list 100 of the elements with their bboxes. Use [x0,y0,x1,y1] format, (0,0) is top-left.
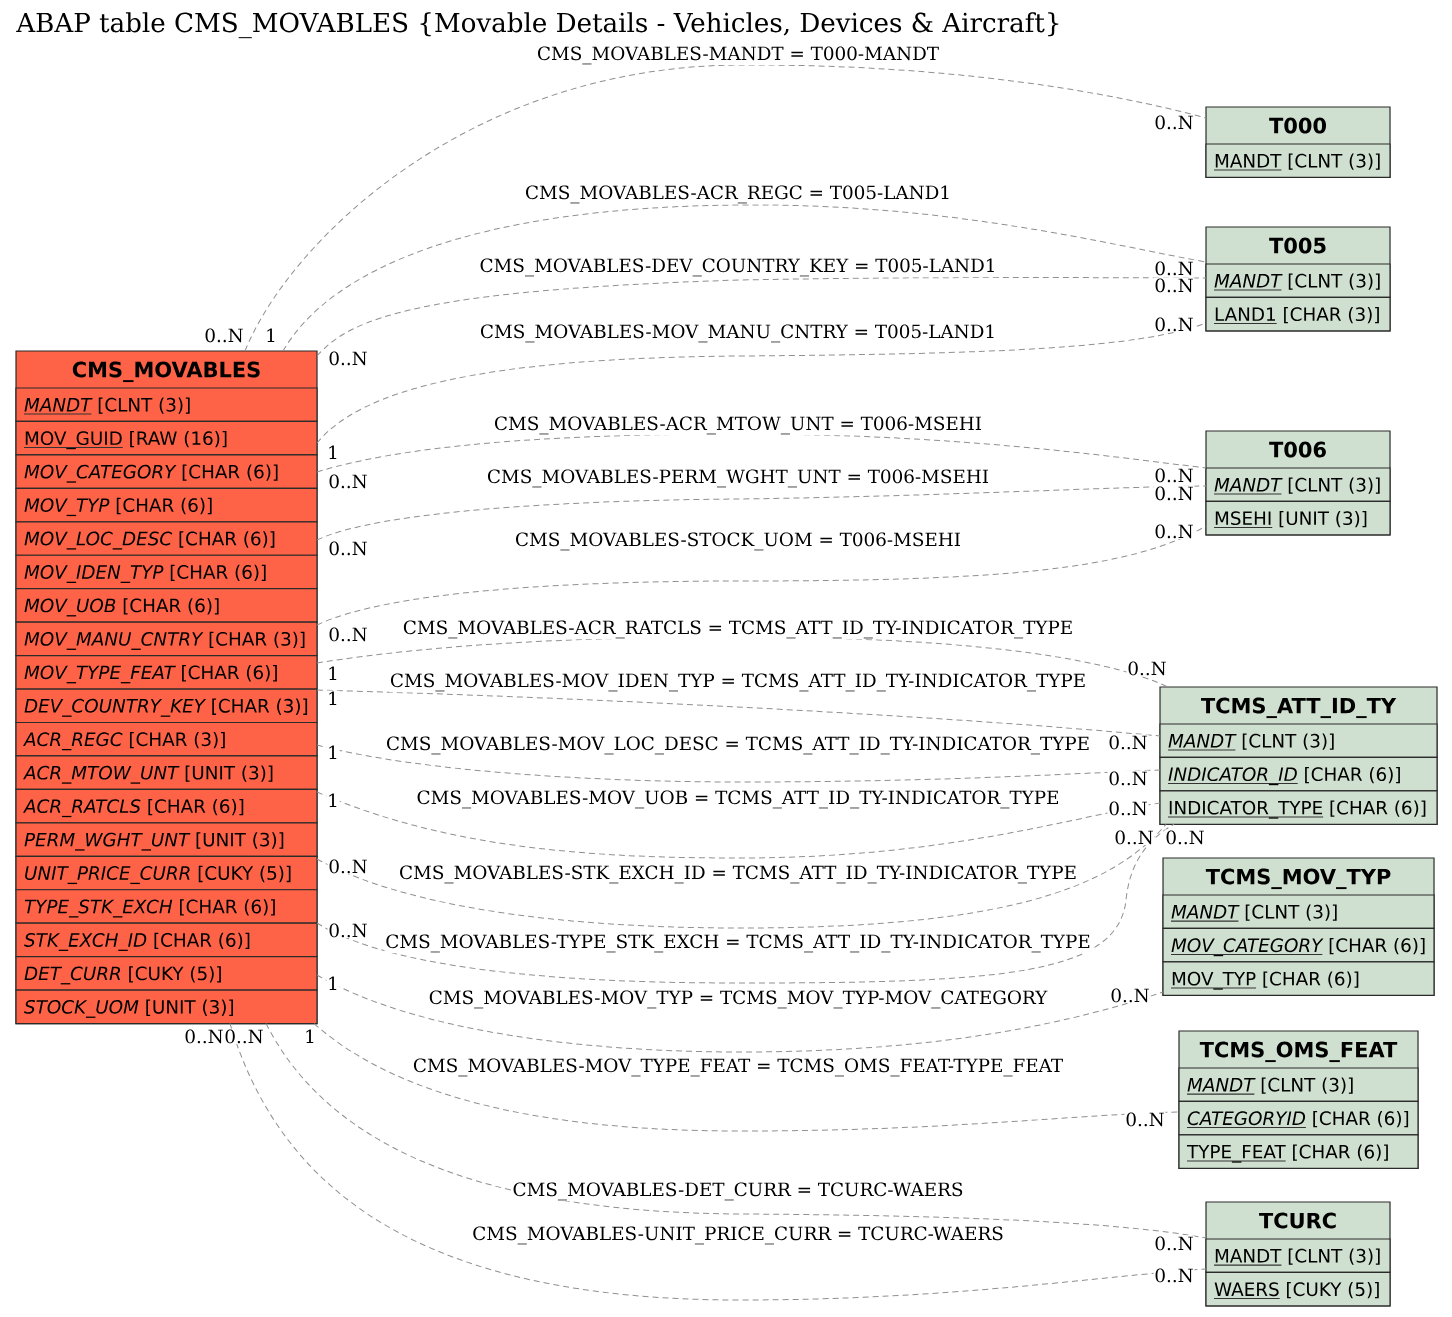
field-row: ACR_REGC [CHAR (3)] [15,721,318,757]
connector-line [265,1023,1207,1239]
cardinality-label: 0..N [1153,523,1195,540]
field-row: MOV_GUID [RAW (16)] [15,420,318,456]
cardinality-label: 0..N [1153,260,1195,277]
cardinality-label: 0..N [327,350,369,367]
field-row: MANDT [CLNT (3)] [1159,723,1438,759]
cardinality-label: 0..N [1153,467,1195,484]
cardinality-label: 0..N [1153,1267,1195,1284]
field-row: MSEHI [UNIT (3)] [1205,500,1391,536]
edge-label: CMS_MOVABLES-ACR_RATCLS = TCMS_ATT_ID_TY-INDICATOR_TYPE [402,619,1074,640]
field-row: ACR_MTOW_UNT [UNIT (3)] [15,755,318,790]
cardinality-label: 0..N [327,858,369,875]
cardinality-label: 0..N [223,1028,265,1045]
field-row: MOV_CATEGORY [CHAR (6)] [15,454,318,489]
cardinality-label: 0..N [1107,734,1149,751]
title: ABAP table CMS_MOVABLES {Movable Details - Vehicles, Devices & Aircraft} [16,12,1059,39]
cardinality-label: 0..N [203,327,245,344]
field-row: INDICATOR_TYPE [CHAR (6)] [1159,790,1438,825]
cardinality-label: 0..N [1109,987,1151,1004]
cardinality-label: 1 [264,327,278,343]
field-row: WAERS [CUKY (5)] [1205,1271,1391,1307]
edge-label: CMS_MOVABLES-MOV_LOC_DESC = TCMS_ATT_ID_TY-INDICATOR_TYPE [385,735,1091,756]
cardinality-label: 0..N [183,1028,225,1045]
field-row: STK_EXCH_ID [CHAR (6)] [15,922,318,958]
cardinality-label: 1 [326,665,340,681]
cardinality-label: 0..N [327,922,369,939]
cardinality-label: 0..N [1153,114,1195,131]
field-row: STOCK_UOM [UNIT (3)] [15,989,318,1025]
edge-label: CMS_MOVABLES-ACR_MTOW_UNT = T006-MSEHI [493,415,983,436]
connector-line [244,64,1207,352]
field-row: MANDT [CLNT (3)] [1205,1238,1391,1274]
edge-label: CMS_MOVABLES-DET_CURR = TCURC-WAERS [511,1181,965,1202]
field-row: LAND1 [CHAR (3)] [1205,296,1391,332]
cardinality-label: 1 [303,1028,317,1044]
cardinality-label: 0..N [1153,277,1195,294]
cardinality-label: 1 [326,690,340,706]
field-row: TYPE_FEAT [CHAR (6)] [1178,1134,1419,1169]
edge-label: CMS_MOVABLES-TYPE_STK_EXCH = TCMS_ATT_ID_TY-INDICATOR_TYPE [384,933,1092,954]
field-row: TYPE_STK_EXCH [CHAR (6)] [15,889,318,924]
cardinality-label: 0..N [1126,660,1168,677]
field-row: ACR_RATCLS [CHAR (6)] [15,788,318,824]
field-row: DEV_COUNTRY_KEY [CHAR (3)] [15,688,318,724]
field-row: MOV_MANU_CNTRY [CHAR (3)] [15,621,318,657]
field-row: MANDT [CLNT (3)] [1205,467,1391,503]
edge-label: CMS_MOVABLES-MANDT = T000-MANDT [536,45,940,66]
field-row: MOV_UOB [CHAR (6)] [15,588,318,623]
cardinality-label: 0..N [1107,800,1149,817]
connector-line [313,1023,1180,1132]
cardinality-label: 0..N [1164,829,1206,846]
connector-line [316,277,1207,357]
cardinality-label: 0..N [327,473,369,490]
connector-line [316,791,1161,859]
cardinality-label: 0..N [1153,485,1195,502]
field-row: MANDT [CLNT (3)] [1178,1067,1419,1103]
edge-label: CMS_MOVABLES-STK_EXCH_ID = TCMS_ATT_ID_TY-INDICATOR_TYPE [398,864,1078,885]
field-row: MOV_TYPE_FEAT [CHAR (6)] [15,655,318,690]
connector-line [316,823,1167,929]
field-row: MOV_CATEGORY [CHAR (6)] [1162,927,1435,963]
field-row: PERM_WGHT_UNT [UNIT (3)] [15,822,318,857]
edge-label: CMS_MOVABLES-MOV_TYPE_FEAT = TCMS_OMS_FEAT-TYPE_FEAT [412,1057,1064,1078]
edge-label: CMS_MOVABLES-MOV_UOB = TCMS_ATT_ID_TY-INDICATOR_TYPE [415,789,1061,810]
field-row: MANDT [CLNT (3)] [1205,263,1391,299]
edge-label: CMS_MOVABLES-UNIT_PRICE_CURR = TCURC-WAERS [471,1225,1005,1246]
connector-line [316,485,1207,541]
cardinality-label: 0..N [1107,770,1149,787]
edge-label: CMS_MOVABLES-MOV_TYP = TCMS_MOV_TYP-MOV_CATEGORY [427,989,1049,1010]
cardinality-label: 0..N [1153,1235,1195,1252]
cardinality-label: 1 [326,744,340,760]
field-row: DET_CURR [CUKY (5)] [15,956,318,991]
edge-label: CMS_MOVABLES-STOCK_UOM = T006-MSEHI [514,531,962,552]
field-row: MANDT [CLNT (3)] [1205,143,1391,179]
cardinality-label: 1 [326,792,340,808]
field-row: MANDT [CLNT (3)] [1162,894,1435,930]
field-row: MOV_LOC_DESC [CHAR (6)] [15,521,318,556]
connector-line [316,525,1207,626]
field-row: MANDT [CLNT (3)] [15,387,318,423]
cardinality-label: 1 [326,975,340,991]
cardinality-label: 0..N [1124,1111,1166,1128]
cardinality-label: 0..N [1153,316,1195,333]
edge-label: CMS_MOVABLES-DEV_COUNTRY_KEY = T005-LAND1 [478,257,998,278]
field-row: MOV_TYP [CHAR (6)] [15,487,318,523]
connector-line [316,974,1164,1053]
cardinality-label: 0..N [327,540,369,557]
edge-label: CMS_MOVABLES-MOV_IDEN_TYP = TCMS_ATT_ID_TY-INDICATOR_TYPE [389,672,1087,693]
cardinality-label: 0..N [327,626,369,643]
field-row: MOV_TYP [CHAR (6)] [1162,961,1435,996]
cardinality-label: 1 [326,444,340,460]
edge-label: CMS_MOVABLES-PERM_WGHT_UNT = T006-MSEHI [486,468,990,489]
edge-label: CMS_MOVABLES-ACR_REGC = T005-LAND1 [524,184,952,205]
connector-line [316,823,1175,984]
cardinality-label: 0..N [1113,829,1155,846]
field-row: INDICATOR_ID [CHAR (6)] [1159,756,1438,792]
edge-label: CMS_MOVABLES-MOV_MANU_CNTRY = T005-LAND1 [479,323,997,344]
connector-line [229,1023,1207,1301]
field-row: CATEGORYID [CHAR (6)] [1178,1100,1419,1136]
connector-line [282,204,1207,352]
field-row: UNIT_PRICE_CURR [CUKY (5)] [15,855,318,891]
connector-line [316,744,1161,783]
field-row: MOV_IDEN_TYP [CHAR (6)] [15,554,318,590]
